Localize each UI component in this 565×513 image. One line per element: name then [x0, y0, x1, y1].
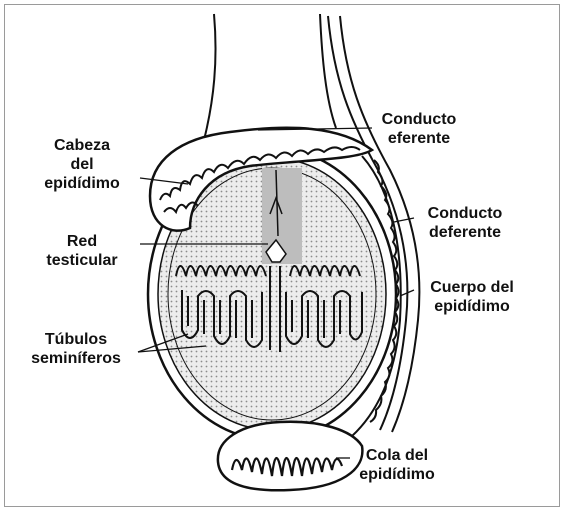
label-red-testicular: Red testicular [20, 232, 144, 270]
label-tubulos-seminiferos: Túbulos seminíferos [14, 330, 138, 368]
rete-testis [262, 168, 302, 264]
label-cabeza-epididimo: Cabeza del epidídimo [20, 136, 144, 193]
label-cuerpo-epididimo: Cuerpo del epidídimo [410, 278, 534, 316]
spermatic-cord [204, 14, 336, 140]
label-conducto-deferente: Conducto deferente [410, 204, 520, 242]
epididymis-tail [218, 422, 363, 491]
label-conducto-eferente: Conducto eferente [364, 110, 474, 148]
label-cola-epididimo: Cola del epidídimo [344, 446, 450, 484]
